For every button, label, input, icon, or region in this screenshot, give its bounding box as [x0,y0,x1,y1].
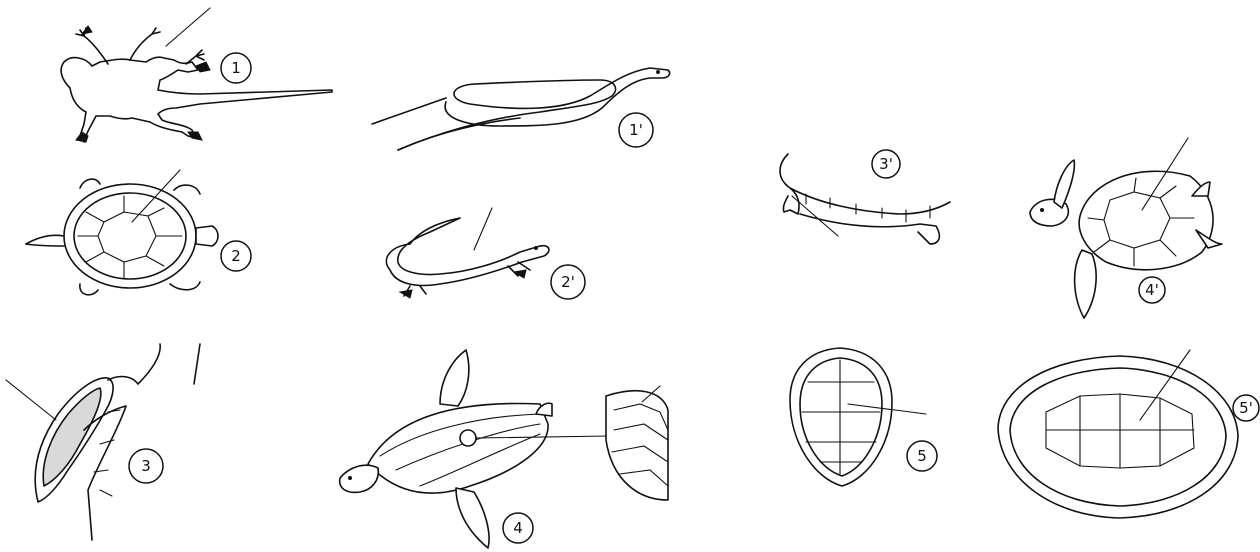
leader-line [792,196,838,236]
label-4-prime: 4' [1139,277,1165,303]
label-3-prime: 3' [872,150,900,178]
label-3: 3 [129,449,163,483]
svg-text:3: 3 [141,457,151,475]
leader-line [474,208,492,250]
svg-text:3': 3' [879,155,893,173]
svg-text:2: 2 [231,247,241,265]
turtle-side-drawing [780,154,950,244]
lizard-drawing [61,8,332,142]
svg-text:4': 4' [1145,281,1159,299]
svg-text:4: 4 [513,519,523,537]
skull-scales-drawing [6,344,200,540]
svg-text:5: 5 [917,447,927,465]
turtle-drawing [26,170,218,295]
label-2-prime: 2' [551,265,585,299]
svg-text:1': 1' [629,121,643,139]
sea-turtle-drawing [1030,138,1222,318]
label-4: 4 [503,513,533,543]
label-5: 5 [907,441,937,471]
carapace-drawing [998,350,1238,518]
svg-text:2': 2' [561,273,575,291]
svg-text:1: 1 [231,59,241,77]
label-5-prime: 5' [1233,395,1259,421]
plastron-drawing [790,348,926,486]
leader-line [166,8,210,46]
label-2: 2 [221,241,251,271]
leader-line [6,380,56,420]
slender-lizard-drawing [386,208,549,298]
leatherback-drawing [340,350,668,548]
svg-text:5': 5' [1239,399,1253,417]
label-1: 1 [221,53,251,83]
label-1-prime: 1' [619,113,653,147]
